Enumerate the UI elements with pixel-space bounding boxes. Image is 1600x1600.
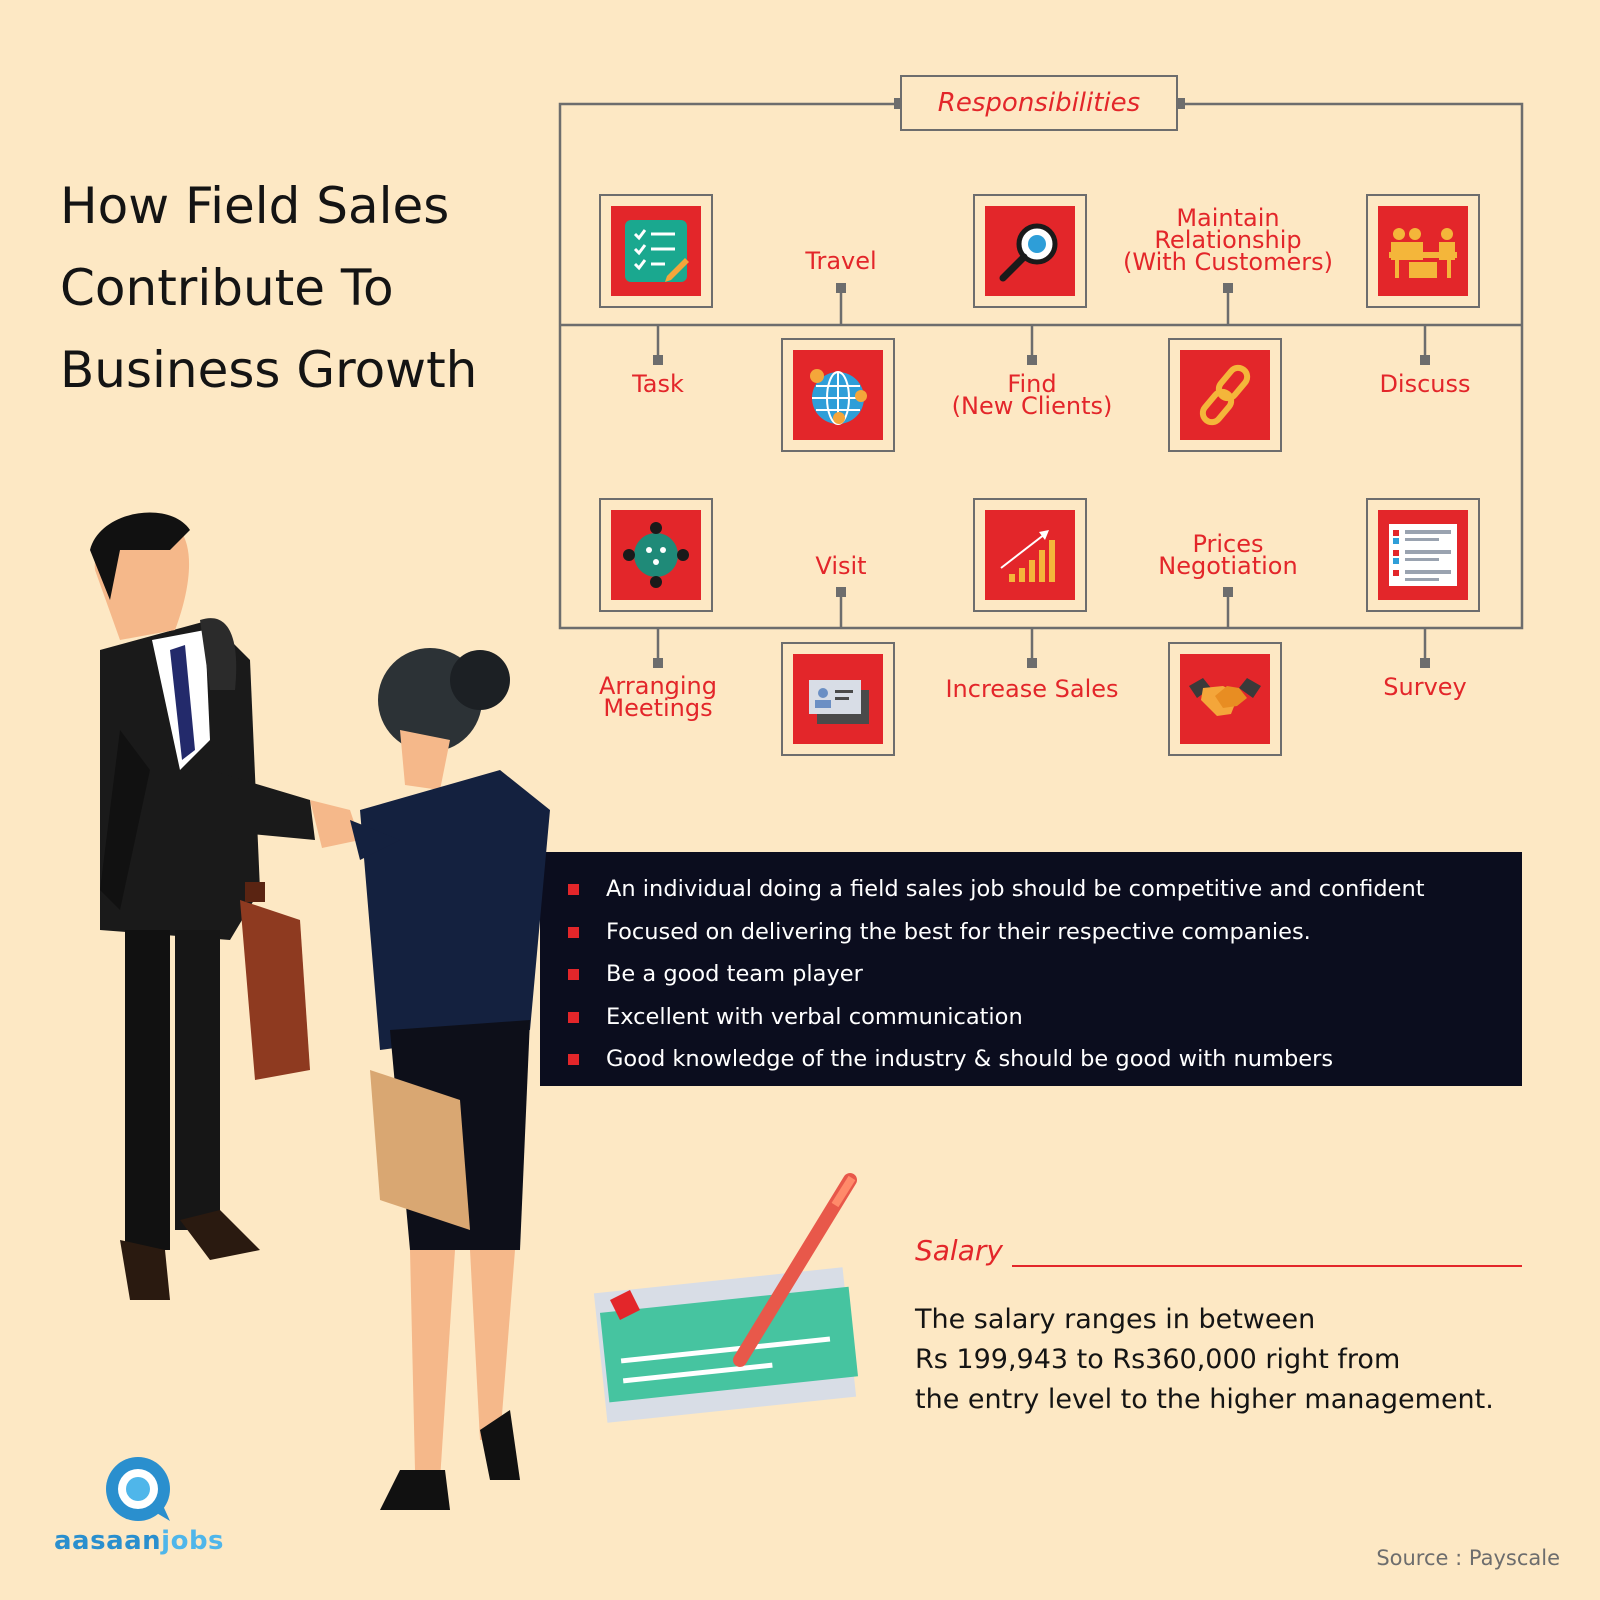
prices-negotiation-icon-frame bbox=[1168, 642, 1282, 756]
survey-list-icon bbox=[1389, 524, 1457, 586]
discuss-icon-frame bbox=[1366, 194, 1480, 308]
handshake-illustration bbox=[90, 512, 550, 1510]
label-maintain-line-2: Relationship bbox=[1154, 226, 1302, 254]
bullet-icon bbox=[568, 926, 579, 938]
label-arranging-line-2: Meetings bbox=[603, 694, 713, 722]
aasaanjobs-logo-text: aasaanjobs bbox=[54, 1526, 225, 1556]
label-find-line-2: (New Clients) bbox=[951, 392, 1113, 420]
traits-list: An individual doing a field sales job sh… bbox=[540, 852, 1522, 1081]
businessman-figure bbox=[90, 512, 360, 1300]
label-arranging-meetings: Arranging Meetings bbox=[528, 672, 788, 722]
visit-icon-frame bbox=[781, 642, 895, 756]
source-credit: Source : Payscale bbox=[1376, 1546, 1560, 1570]
label-maintain-line-1: Maintain bbox=[1176, 204, 1280, 232]
trait-item: Be a good team player bbox=[568, 953, 1522, 996]
cheque-illustration bbox=[593, 1173, 858, 1423]
label-prices-line-1: Prices bbox=[1192, 530, 1264, 558]
label-task: Task bbox=[632, 370, 684, 398]
label-survey: Survey bbox=[1383, 673, 1467, 701]
responsibilities-header: Responsibilities bbox=[900, 75, 1178, 131]
label-find: Find (New Clients) bbox=[902, 370, 1162, 420]
business-card-icon bbox=[809, 680, 869, 724]
title-line-3: Business Growth bbox=[60, 341, 478, 399]
growth-chart-icon bbox=[1000, 530, 1055, 582]
survey-icon-frame bbox=[1366, 498, 1480, 612]
maintain-relationship-icon-frame bbox=[1168, 338, 1282, 452]
globe-icon bbox=[810, 369, 867, 425]
salary-line-2: Rs 199,943 to Rs360,000 right from bbox=[915, 1344, 1401, 1375]
trait-item: An individual doing a field sales job sh… bbox=[568, 868, 1522, 911]
salary-underline bbox=[1012, 1265, 1522, 1267]
arranging-meetings-icon-frame bbox=[599, 498, 713, 612]
label-prices-line-2: Negotiation bbox=[1158, 552, 1298, 580]
responsibilities-diagram bbox=[558, 98, 1524, 668]
salary-line-3: the entry level to the higher management… bbox=[915, 1384, 1494, 1415]
label-visit: Visit bbox=[815, 552, 867, 580]
meeting-table-icon bbox=[1389, 228, 1457, 278]
team-circle-icon bbox=[623, 522, 689, 588]
checklist-icon bbox=[625, 220, 689, 282]
title-line-2: Contribute To bbox=[60, 259, 394, 317]
diagram-connectors bbox=[558, 102, 1524, 663]
task-icon-frame bbox=[599, 194, 713, 308]
increase-sales-icon-frame bbox=[973, 498, 1087, 612]
salary-line-1: The salary ranges in between bbox=[915, 1304, 1316, 1335]
label-maintain-line-3: (With Customers) bbox=[1123, 248, 1333, 276]
label-travel: Travel bbox=[805, 247, 877, 275]
salary-description: The salary ranges in between Rs 199,943 … bbox=[915, 1300, 1555, 1420]
bullet-icon bbox=[568, 1011, 579, 1023]
trait-item: Excellent with verbal communication bbox=[568, 996, 1522, 1039]
trait-item: Good knowledge of the industry & should … bbox=[568, 1038, 1522, 1081]
connector-nodes bbox=[653, 98, 1430, 668]
bullet-icon bbox=[568, 884, 579, 895]
label-prices-negotiation: Prices Negotiation bbox=[1098, 530, 1358, 580]
travel-icon-frame bbox=[781, 338, 895, 452]
trait-item: Focused on delivering the best for their… bbox=[568, 911, 1522, 954]
traits-panel: An individual doing a field sales job sh… bbox=[540, 852, 1522, 1086]
bullet-icon bbox=[568, 1054, 579, 1065]
title-line-1: How Field Sales bbox=[60, 177, 450, 235]
magnifier-icon bbox=[999, 223, 1058, 282]
handshake-icon bbox=[1189, 678, 1261, 716]
page-title: How Field Sales Contribute To Business G… bbox=[60, 165, 530, 411]
label-discuss: Discuss bbox=[1379, 370, 1471, 398]
businesswoman-figure bbox=[350, 648, 550, 1510]
label-increase-sales: Increase Sales bbox=[945, 675, 1119, 703]
aasaanjobs-logo-icon bbox=[106, 1457, 170, 1521]
bullet-icon bbox=[568, 969, 579, 980]
find-icon-frame bbox=[973, 194, 1087, 308]
label-arranging-line-1: Arranging bbox=[599, 672, 717, 700]
salary-heading: Salary bbox=[915, 1234, 1003, 1267]
label-maintain-relationship: Maintain Relationship (With Customers) bbox=[1098, 204, 1358, 276]
label-find-line-1: Find bbox=[1007, 370, 1057, 398]
chain-link-icon bbox=[1199, 364, 1251, 426]
